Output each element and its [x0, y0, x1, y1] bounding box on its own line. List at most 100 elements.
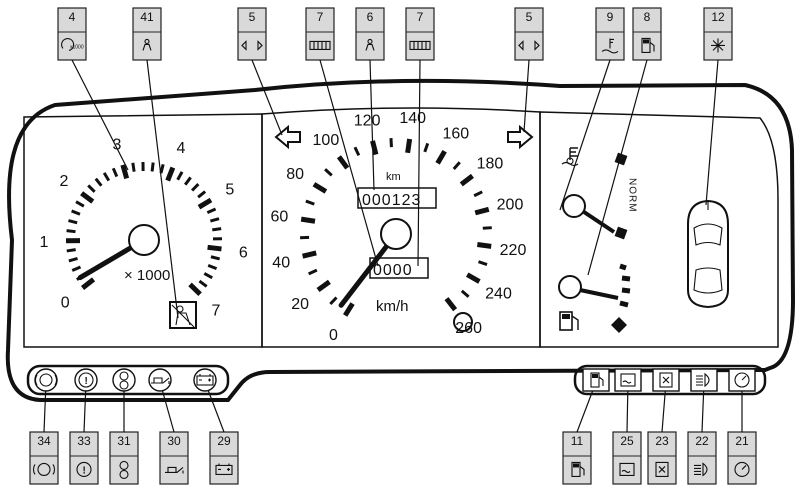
callout-number: 5: [526, 10, 533, 24]
turn-signal-icon: [241, 40, 263, 51]
callout-number: 41: [140, 10, 154, 24]
speedometer-tick: [353, 146, 361, 156]
callout-number: 8: [644, 10, 651, 24]
speedometer-scale-label: 60: [271, 209, 289, 226]
svg-text:x1000: x1000: [70, 44, 84, 50]
leader-line: [319, 59, 379, 267]
speedometer-tick: [465, 272, 481, 284]
car-outline-icon: [687, 199, 729, 309]
bottom-callout-34: 34: [29, 431, 59, 485]
tachometer-tick: [111, 167, 119, 178]
tachometer-tick: [165, 166, 176, 182]
tachometer-scale-label: 5: [225, 182, 234, 199]
lamp-parking-brake-icon: [112, 368, 136, 392]
right-lamp-strip: [573, 364, 767, 396]
speed-unit-label: km/h: [376, 298, 409, 315]
tachometer-tick: [150, 162, 155, 172]
speedometer-scale-label: 200: [497, 197, 524, 214]
bottom-callout-33: 33!: [69, 431, 99, 485]
callout-number: 21: [735, 434, 749, 448]
bottom-callout-11: 11: [562, 431, 592, 485]
top-callout-5: 5: [514, 7, 544, 61]
speedometer-tick: [324, 168, 333, 177]
tachometer-needle-hub: [128, 224, 160, 256]
speed-alarm-icon: [734, 461, 750, 477]
abs-icon: [32, 462, 56, 476]
leader-line: [417, 59, 421, 267]
callout-number: 6: [367, 10, 374, 24]
speedometer-tick: [478, 260, 488, 266]
tachometer-multiplier: × 1000: [124, 267, 170, 284]
callout-number: 34: [37, 434, 51, 448]
tachometer-tick: [131, 162, 136, 172]
callout-number: 5: [249, 10, 256, 24]
speedometer-scale-label: 40: [272, 254, 290, 271]
odometer-unit-label: km: [386, 171, 401, 183]
speedometer-tick: [316, 279, 331, 293]
tachometer-tick: [212, 227, 222, 232]
bottom-callout-30: 30: [159, 431, 189, 485]
fuel-gauge: [558, 263, 631, 333]
tachometer-tick: [191, 183, 200, 192]
tachometer-tick: [66, 248, 76, 253]
callout-number: 30: [167, 434, 181, 448]
odometer-digits: 000123: [362, 192, 421, 209]
tachometer-tick: [207, 244, 222, 252]
tachometer-tick: [198, 279, 208, 288]
coolant-temp-icon: [601, 38, 619, 54]
frost-warning-icon: [711, 38, 725, 53]
leader-line: [369, 59, 375, 191]
speedometer-scale-label: 100: [313, 132, 340, 149]
callout-number: 11: [571, 434, 584, 448]
tachometer-tick: [120, 164, 130, 180]
callout-number: 4: [69, 10, 76, 24]
fuel-pump-icon: [559, 311, 579, 331]
battery-icon: [215, 463, 233, 475]
odometer-display: [357, 187, 437, 209]
top-callout-6: 6: [355, 7, 385, 61]
trip-odometer-icon: [409, 40, 431, 50]
turn-left-arrow-icon: [274, 124, 301, 150]
speedometer-tick: [452, 161, 461, 170]
speedometer-scale-label: 0: [329, 327, 338, 344]
top-callout-7: 7: [305, 7, 335, 61]
tachometer-tick: [176, 171, 184, 181]
lamp-speed-alarm-icon: [728, 368, 756, 392]
speedometer-needle-hub: [380, 218, 412, 250]
tachometer-tick: [203, 272, 213, 280]
top-callout-9: 9: [595, 7, 625, 61]
speedometer-tick: [305, 199, 315, 206]
bottom-callout-31: 31: [109, 431, 139, 485]
fuel-pump-icon: [641, 37, 655, 53]
tachometer-tick: [197, 190, 207, 199]
speedometer-tick: [459, 173, 474, 187]
tachometer-tick: [184, 176, 192, 186]
coolant-temp-gauge: NORM: [561, 147, 638, 240]
top-callout-4: 4 x1000: [57, 7, 87, 61]
lamp-fuel-reserve-icon: [582, 368, 610, 392]
rear-fog-icon: [619, 462, 635, 476]
speedometer-scale-label: 180: [477, 156, 504, 173]
trip-reset-knob: [453, 312, 473, 332]
speedometer-tick: [308, 268, 318, 276]
tachometer-tick: [197, 197, 213, 210]
tachometer-scale-label: 6: [239, 244, 248, 261]
tachometer-tick: [87, 184, 96, 193]
top-callout-7: 7: [405, 7, 435, 61]
speedometer-scale-label: 120: [354, 113, 381, 130]
parking-brake-icon: [119, 460, 129, 479]
top-callout-5: 5: [237, 7, 267, 61]
speedometer-scale-label: 240: [485, 285, 512, 302]
tachometer-tick: [207, 263, 218, 271]
tachometer-tick: [66, 229, 76, 234]
speedometer-scale-label: 80: [286, 166, 304, 183]
leader-line: [523, 59, 530, 133]
tachometer-tick: [210, 255, 221, 261]
speedometer-tick: [343, 302, 355, 317]
callout-number: 23: [655, 434, 669, 448]
lamp-brake-warning-icon: !: [74, 368, 98, 392]
seatbelt-icon: [142, 38, 152, 51]
lamp-rear-fog-icon: [614, 368, 642, 392]
speedometer-scale-label: 20: [291, 296, 309, 313]
callout-number: 22: [695, 434, 709, 448]
